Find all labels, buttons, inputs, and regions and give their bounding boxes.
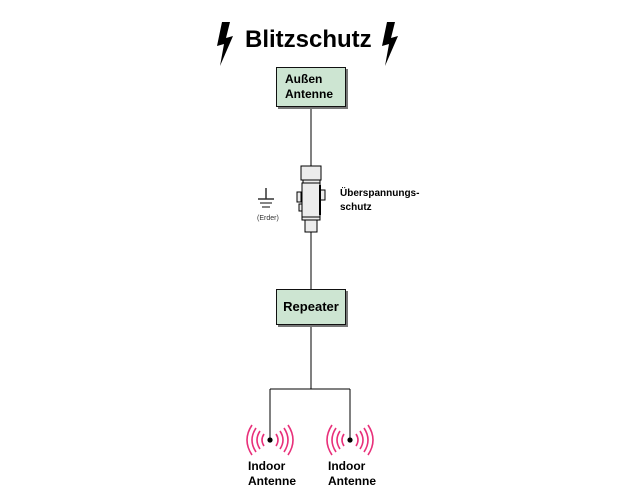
surge-protector-label-line2: schutz: [340, 202, 372, 213]
surge-protector-label: Überspannungs- schutz: [340, 187, 419, 215]
diagram-title: Blitzschutz: [245, 26, 372, 53]
radiating-antenna-icon-2: [326, 424, 374, 456]
outdoor-antenna-label-line2: Antenne: [285, 87, 333, 101]
repeater-box: Repeater: [276, 289, 346, 325]
lightning-bolt-icon-left: [217, 22, 233, 66]
indoor-antenna-1-label-line1: Indoor: [248, 459, 286, 473]
indoor-antenna-2-label-line1: Indoor: [328, 459, 366, 473]
outdoor-antenna-box: Außen Antenne: [276, 67, 346, 107]
ground-symbol-icon: [258, 188, 274, 208]
indoor-antenna-2-label: Indoor Antenne: [328, 459, 376, 489]
lightning-bolt-icon-right: [382, 22, 398, 66]
indoor-antenna-2-label-line2: Antenne: [328, 474, 376, 488]
indoor-antenna-1-label-line2: Antenne: [248, 474, 296, 488]
outdoor-antenna-label-line1: Außen: [285, 72, 323, 86]
surge-protector-icon: [296, 165, 326, 233]
ground-label: (Erder): [257, 215, 279, 222]
indoor-antenna-1-label: Indoor Antenne: [248, 459, 296, 489]
radiating-antenna-icon-1: [246, 424, 294, 456]
surge-protector-label-line1: Überspannungs-: [340, 188, 420, 199]
